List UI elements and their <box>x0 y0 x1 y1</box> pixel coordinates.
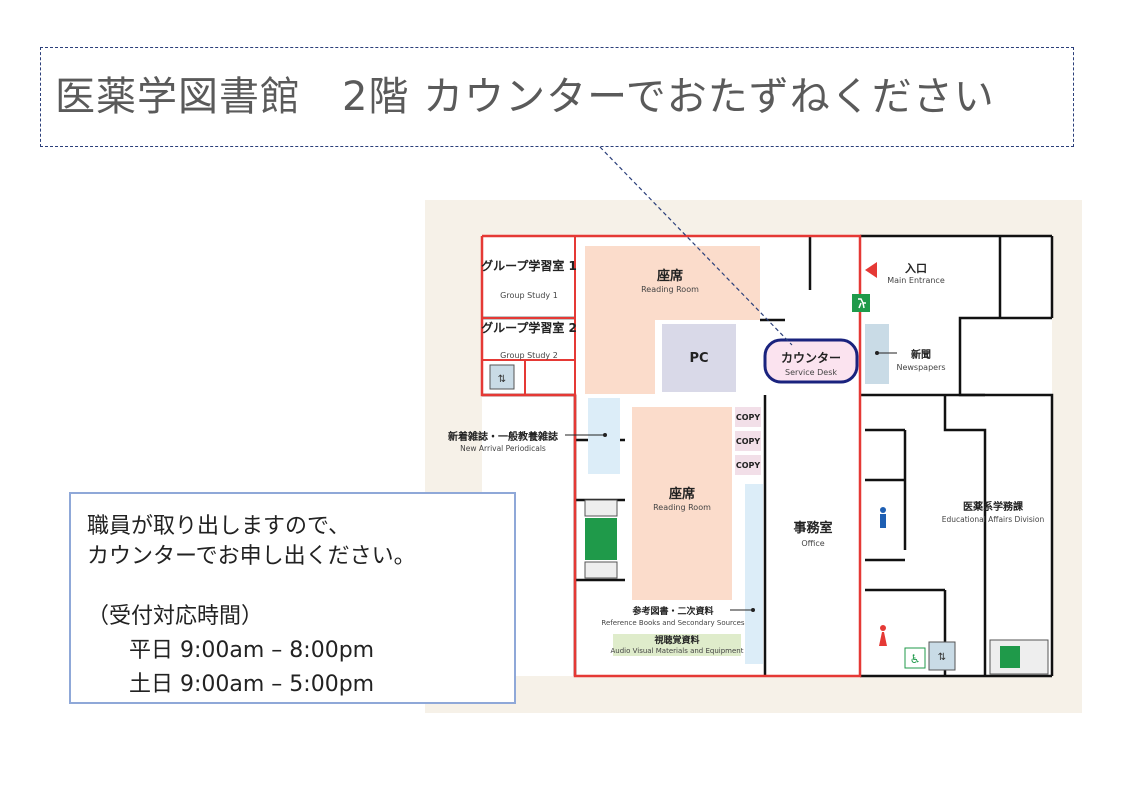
notice-box: 職員が取り出しますので、 カウンターでお申し出ください。 （受付対応時間） 平日… <box>69 492 516 704</box>
group-study-2-label-en: Group Study 2 <box>500 351 558 360</box>
reference-label: 参考図書・二次資料 <box>632 605 713 617</box>
notice-line-2: カウンターでお申し出ください。 <box>87 544 416 569</box>
pc-label: PC <box>689 351 708 366</box>
reading-room-label-upper-en: Reading Room <box>641 285 699 294</box>
second-floor-highlight <box>480 234 862 678</box>
entrance-label: 入口 <box>905 262 927 275</box>
copy-machine-2 <box>735 431 761 451</box>
periodicals-label: 新着雑誌・一般教養雑誌 <box>448 430 558 443</box>
copy-label-2: COPY <box>736 437 761 446</box>
periodicals-label-en: New Arrival Periodicals <box>460 444 546 453</box>
reading-room-label-lower: 座席 <box>668 486 695 502</box>
newspapers-label-en: Newspapers <box>896 363 945 372</box>
reading-room-label-lower-en: Reading Room <box>653 503 711 512</box>
edu-affairs-label-en: Educational Affairs Division <box>942 515 1045 524</box>
av-materials-area <box>613 634 741 656</box>
service-desk-counter <box>763 338 859 384</box>
copy-label-3: COPY <box>736 461 761 470</box>
counter-label-en: Service Desk <box>785 368 837 377</box>
svg-text:⇅: ⇅ <box>498 374 506 385</box>
stairs-icon <box>585 518 617 560</box>
group-study-1-label: グループ学習室 1 <box>481 258 577 273</box>
floor-map: カウンター Service Desk グループ学習室 1 Group Study… <box>425 200 1082 713</box>
copy-label-1: COPY <box>736 413 761 422</box>
copy-machine-3 <box>735 455 761 475</box>
newspapers-label: 新聞 <box>911 348 931 361</box>
office-label-en: Office <box>801 539 824 548</box>
reading-room-lower <box>632 407 732 600</box>
elevator-icon-2 <box>928 641 956 671</box>
svg-text:♿: ♿ <box>910 652 921 666</box>
edu-affairs-label: 医薬系学務課 <box>963 500 1023 513</box>
entrance-arrow-icon <box>865 262 877 278</box>
av-label: 視聴覚資料 <box>653 634 699 646</box>
weekend-hours: 土日 9:00am – 5:00pm <box>129 672 375 697</box>
counter-label: カウンター <box>781 351 841 365</box>
av-label-en: Audio Visual Materials and Equipment <box>611 647 744 655</box>
group-study-1-label-en: Group Study 1 <box>500 291 558 300</box>
office-label: 事務室 <box>793 520 832 536</box>
building-floor <box>482 236 1052 676</box>
male-restroom-icon <box>880 507 886 513</box>
title-callout: 医薬学図書館 2階 カウンターでおたずねください <box>40 47 1074 147</box>
notice-line-1: 職員が取り出しますので、 <box>87 514 351 539</box>
entrance-label-en: Main Entrance <box>887 276 945 285</box>
reading-room-label-upper: 座席 <box>656 268 683 284</box>
reference-label-en: Reference Books and Secondary Sources <box>601 619 745 627</box>
reference-shelf <box>745 484 763 664</box>
accessible-restroom-icon <box>904 647 926 669</box>
female-restroom-icon <box>880 625 886 631</box>
elevator-icon <box>489 364 515 390</box>
copy-machine-1 <box>735 407 761 427</box>
hours-heading: （受付対応時間） <box>87 604 264 629</box>
page-title: 医薬学図書館 2階 カウンターでおたずねください <box>55 74 995 120</box>
weekday-hours: 平日 9:00am – 8:00pm <box>129 638 375 663</box>
svg-text:⇅: ⇅ <box>938 652 946 663</box>
group-study-2-label: グループ学習室 2 <box>481 320 577 335</box>
